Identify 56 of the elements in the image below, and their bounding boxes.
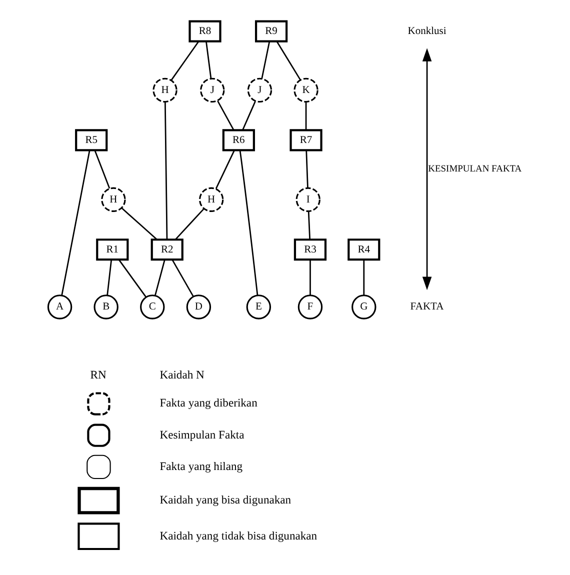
arrow (422, 48, 432, 290)
legend-label: Kaidah yang tidak bisa digunakan (159, 529, 317, 542)
node-box: R4 (347, 238, 380, 261)
connector (205, 42, 212, 78)
connector (120, 208, 157, 240)
node-box: R6 (222, 129, 254, 152)
node-circle: K (293, 78, 318, 103)
connector (118, 259, 146, 298)
connector (216, 100, 234, 130)
connector (106, 260, 112, 296)
legend-label: Kaidah N (159, 368, 204, 382)
legend-label: Fakta yang diberikan (159, 396, 257, 410)
connector (164, 102, 168, 240)
node-circle: G (351, 294, 376, 320)
node-circle: E (246, 294, 271, 320)
node-circle: H (198, 187, 224, 212)
node-box: R7 (289, 129, 322, 152)
node-circle: H (152, 78, 177, 103)
legend-label: Kaidah yang bisa digunakan (159, 494, 291, 507)
edge-label: KESIMPULAN FAKTA (428, 164, 522, 174)
connector (238, 150, 258, 296)
node-circle: I (295, 187, 320, 212)
connector (171, 259, 194, 297)
connector (94, 150, 110, 189)
node-box: R1 (96, 238, 128, 261)
node-circle: A (46, 294, 72, 320)
legend-label: Fakta yang hilang (159, 460, 242, 473)
connector (305, 150, 308, 188)
connector (307, 211, 310, 240)
connector (214, 150, 235, 190)
node-circle: J (200, 78, 224, 103)
connector (154, 260, 165, 296)
connector (362, 260, 364, 296)
node-box: R5 (74, 129, 108, 152)
connector (242, 101, 256, 130)
node-box: R8 (188, 20, 221, 42)
connector (260, 42, 270, 79)
node-box: R2 (150, 238, 183, 261)
connector (170, 41, 198, 81)
legend-label: Kesimpulan Fakta (159, 428, 244, 442)
node-circle: J (246, 78, 272, 103)
connector (276, 41, 300, 80)
node-box: R9 (254, 20, 288, 42)
connector (304, 102, 306, 130)
node-box: R3 (293, 238, 326, 261)
node-circle: F (297, 294, 322, 320)
connector (174, 208, 204, 240)
node-text: Konklusi (407, 26, 446, 37)
node-circle: D (186, 294, 211, 320)
label: RN (90, 368, 106, 382)
node-circle: B (93, 294, 118, 320)
node-circle: C (140, 294, 164, 320)
connector (60, 150, 90, 296)
node-circle: H (100, 187, 126, 212)
node-text: FAKTA (410, 302, 444, 313)
connector (309, 260, 310, 296)
